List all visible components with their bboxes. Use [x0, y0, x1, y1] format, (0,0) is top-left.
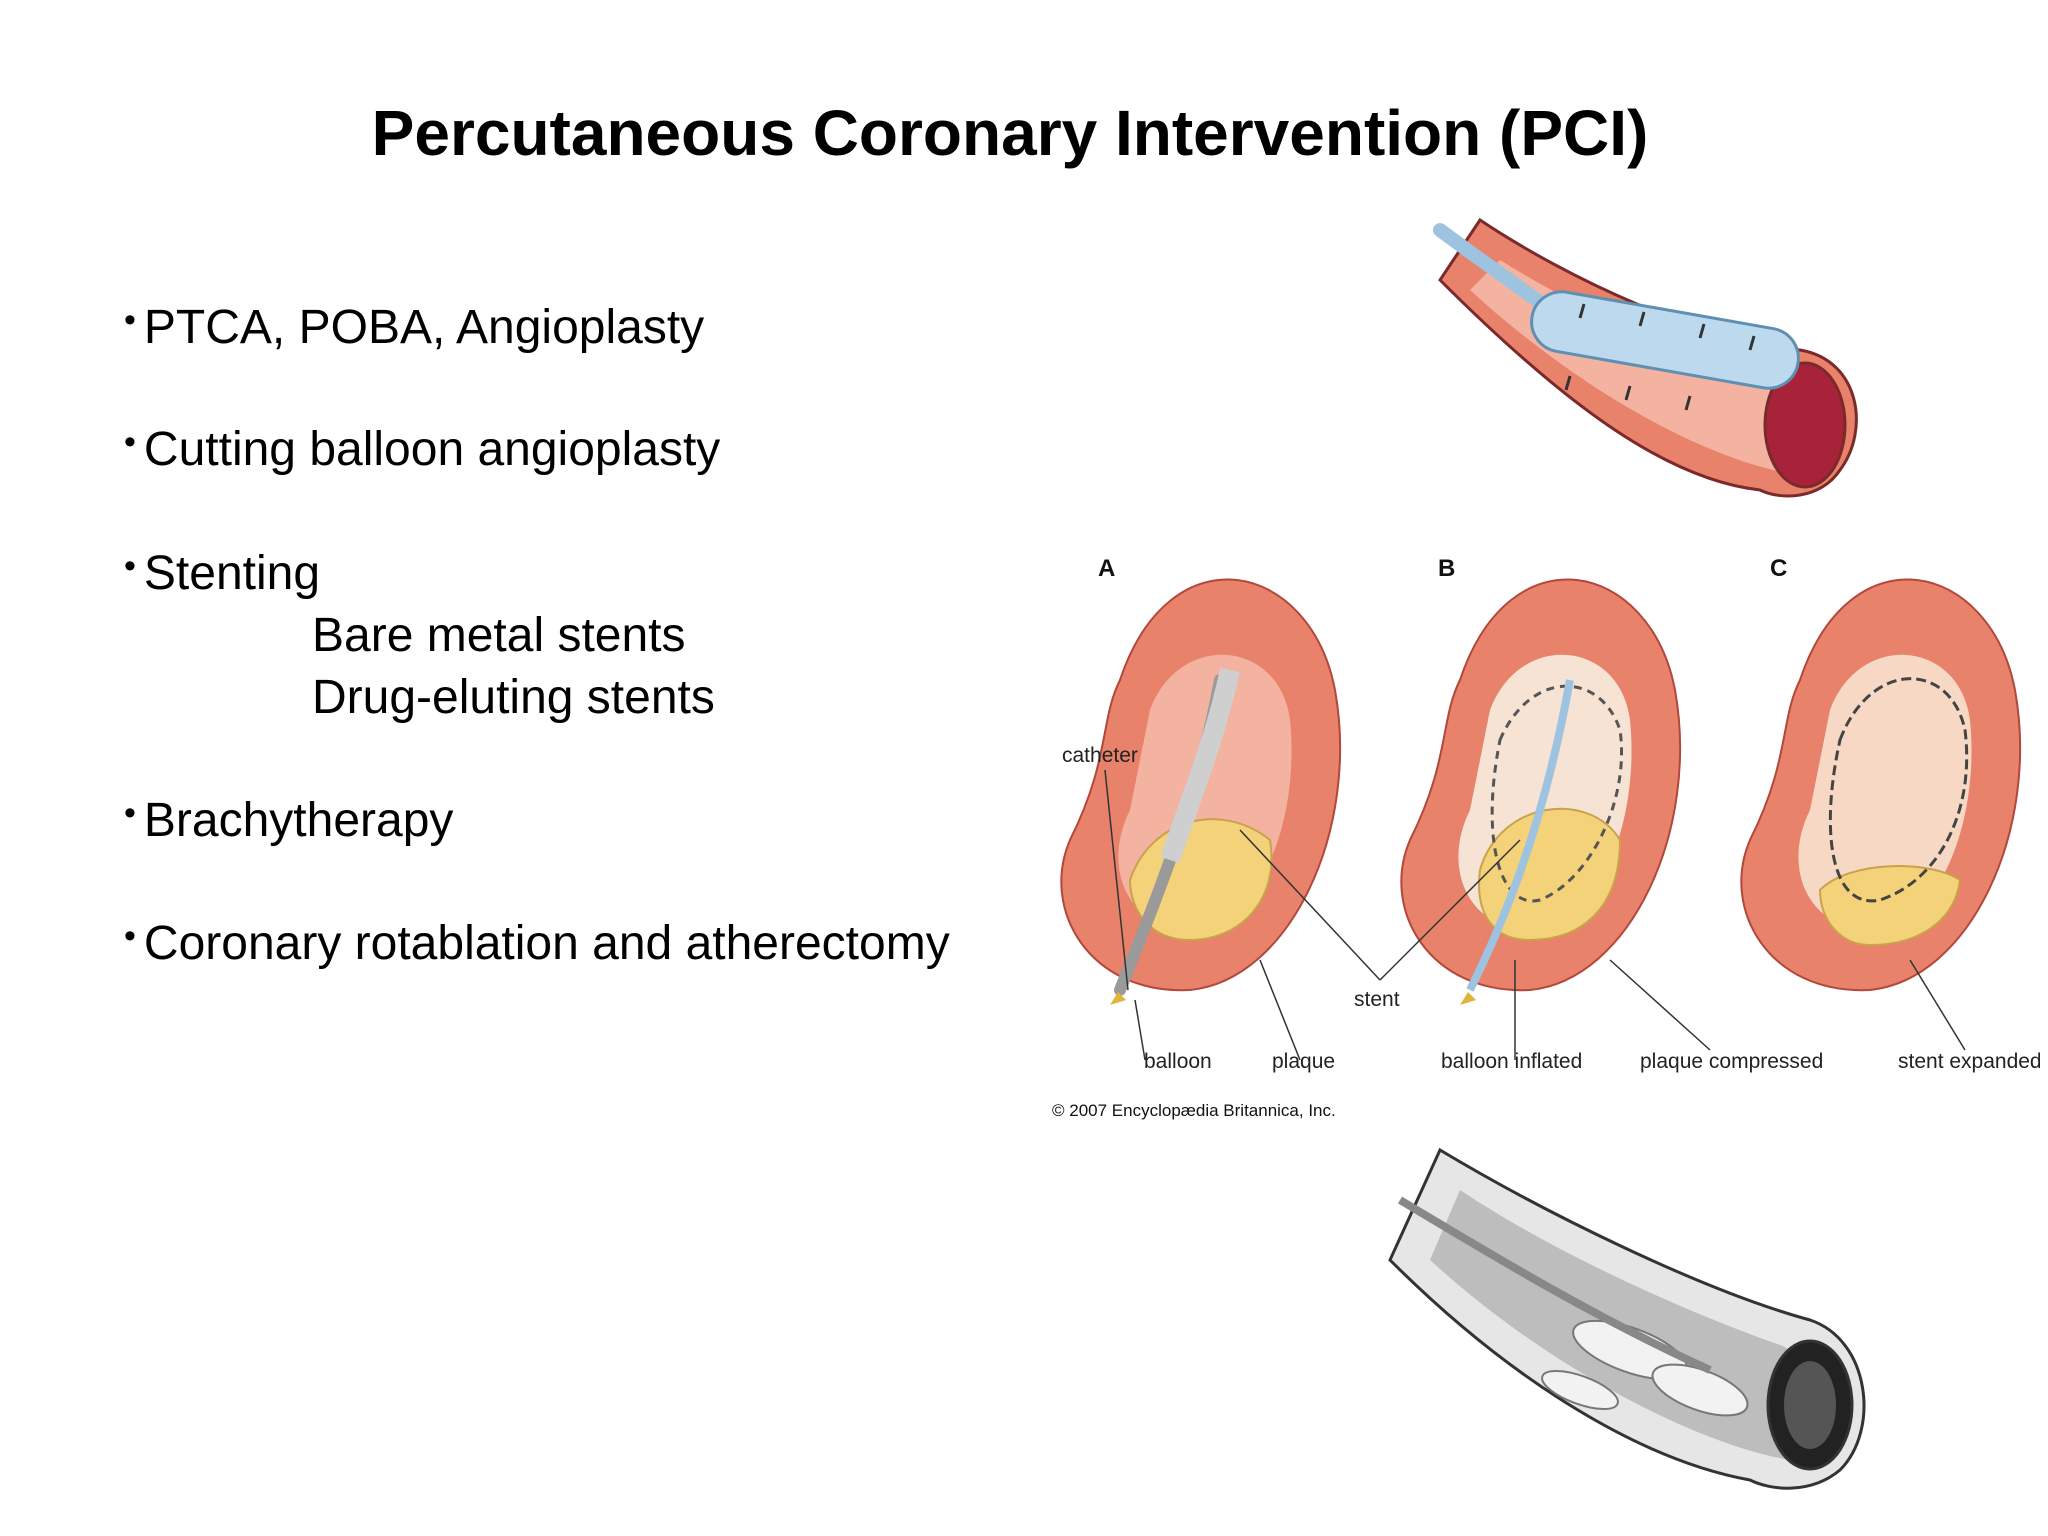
sub-item-drug-eluting: Drug-eluting stents	[312, 671, 715, 724]
bullet-dot-icon: •	[124, 917, 136, 955]
panel-c	[1740, 578, 2022, 992]
bullet-item-brachytherapy: •Brachytherapy	[124, 793, 453, 848]
label-stent: stent	[1354, 988, 1400, 1011]
bullet-dot-icon: •	[124, 423, 136, 461]
bullet-item-cutting-balloon: •Cutting balloon angioplasty	[124, 422, 720, 477]
label-catheter: catheter	[1062, 744, 1138, 767]
label-plaque-compressed: plaque compressed	[1640, 1050, 1823, 1073]
label-balloon: balloon	[1144, 1050, 1212, 1073]
bullet-text: Stenting	[143, 547, 321, 600]
panel-label-b: B	[1438, 555, 1455, 582]
bullet-text: Cutting balloon angioplasty	[143, 423, 721, 476]
bullet-item-rotablation: •Coronary rotablation and atherectomy	[124, 916, 950, 971]
bullet-item-stenting: •Stenting	[124, 546, 320, 601]
stent-procedure-figure: A B C catheter stent balloon plaque ball…	[1052, 555, 2040, 1120]
atherectomy-artery-illustration	[1388, 1147, 1866, 1490]
label-plaque: plaque	[1272, 1050, 1335, 1073]
bullet-text: PTCA, POBA, Angioplasty	[143, 301, 705, 354]
label-balloon-inflated: balloon inflated	[1441, 1050, 1582, 1073]
balloon-artery-illustration	[1433, 217, 1858, 498]
bullet-dot-icon: •	[124, 794, 136, 832]
bullet-dot-icon: •	[124, 547, 136, 585]
copyright-credit: © 2007 Encyclopædia Britannica, Inc.	[1052, 1101, 1336, 1120]
slide-title: Percutaneous Coronary Intervention (PCI)	[371, 97, 1649, 169]
bullet-dot-icon: •	[124, 301, 136, 339]
leader-lines	[1104, 769, 1966, 1061]
panel-label-a: A	[1098, 555, 1115, 582]
panel-b	[1400, 578, 1682, 1005]
bullet-item-ptca: •PTCA, POBA, Angioplasty	[124, 300, 704, 355]
sub-item-bare-metal: Bare metal stents	[312, 609, 686, 662]
panel-label-c: C	[1770, 555, 1787, 582]
label-stent-expanded: stent expanded	[1898, 1050, 2040, 1073]
bullet-text: Brachytherapy	[143, 794, 454, 847]
panel-a	[1060, 578, 1342, 1005]
bullet-text: Coronary rotablation and atherectomy	[143, 917, 950, 970]
